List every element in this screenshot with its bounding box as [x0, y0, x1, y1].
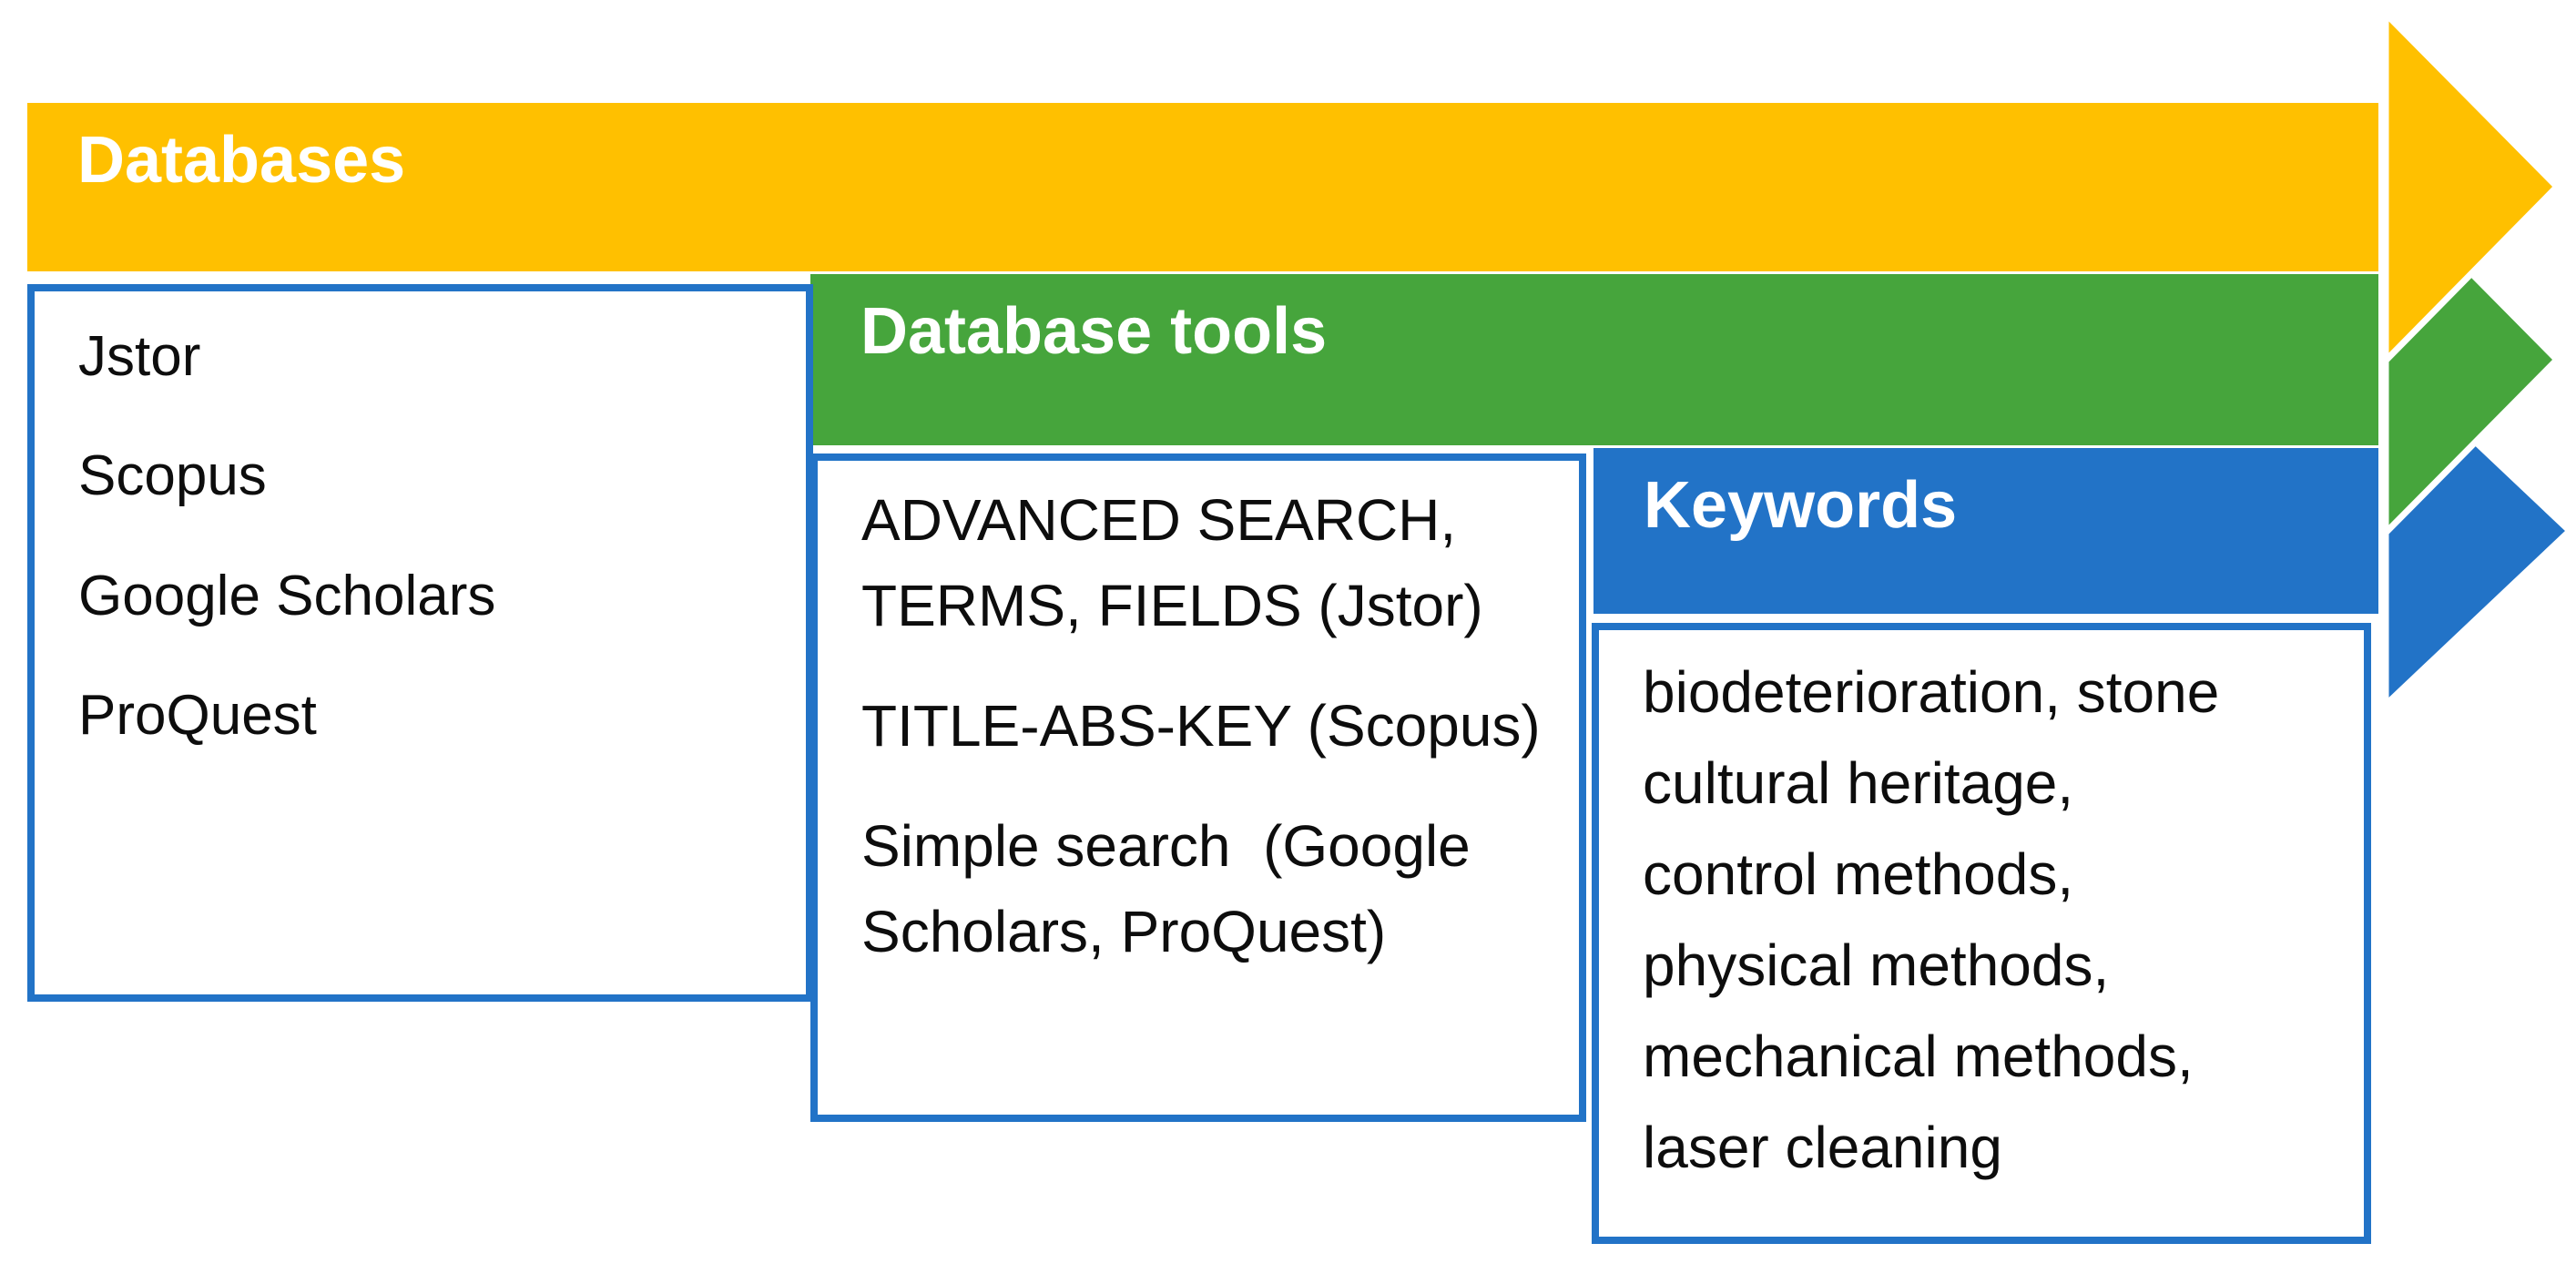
keyword-line: biodeterioration, stone	[1643, 659, 2220, 725]
keywords-text: biodeterioration, stone cultural heritag…	[1599, 630, 2364, 1193]
tools-paragraph-title-abs-key: TITLE-ABS-KEY (Scopus)	[861, 683, 1552, 769]
tools-line: TITLE-ABS-KEY (Scopus)	[861, 693, 1541, 759]
databases-banner-label: Databases	[77, 124, 406, 197]
database-tools-panel: ADVANCED SEARCH, TERMS, FIELDS (Jstor) T…	[810, 453, 1586, 1122]
tools-line: Simple search (Google	[861, 813, 1471, 879]
database-item-scopus: Scopus	[78, 444, 267, 508]
databases-list: Jstor Scopus Google Scholars ProQuest	[35, 291, 806, 748]
tools-line: TERMS, FIELDS (Jstor)	[861, 573, 1483, 638]
tools-paragraph-advanced-search: ADVANCED SEARCH, TERMS, FIELDS (Jstor)	[861, 477, 1552, 648]
keywords-arrow	[1593, 349, 2575, 713]
keyword-line: mechanical methods,	[1643, 1024, 2194, 1089]
databases-panel: Jstor Scopus Google Scholars ProQuest	[27, 284, 813, 1002]
databases-arrow	[27, 5, 2561, 369]
tools-line: ADVANCED SEARCH,	[861, 487, 1457, 553]
database-item-jstor: Jstor	[78, 325, 201, 388]
keyword-line: laser cleaning	[1643, 1115, 2002, 1180]
keywords-banner-label: Keywords	[1644, 469, 1958, 542]
databases-arrow-head	[2382, 5, 2561, 369]
keyword-line: cultural heritage,	[1643, 750, 2074, 816]
keyword-line: physical methods,	[1643, 932, 2110, 998]
tools-paragraph-simple-search: Simple search (Google Scholars, ProQuest…	[861, 803, 1552, 974]
database-tools-text: ADVANCED SEARCH, TERMS, FIELDS (Jstor) T…	[818, 461, 1579, 974]
keywords-arrow-bar	[1593, 448, 2378, 614]
tools-line: Scholars, ProQuest)	[861, 899, 1387, 964]
database-item-google-scholars: Google Scholars	[78, 564, 496, 627]
database-item-proquest: ProQuest	[78, 683, 317, 747]
database-tools-arrow-bar	[810, 274, 2378, 445]
keywords-panel: biodeterioration, stone cultural heritag…	[1592, 623, 2371, 1244]
keyword-line: control methods,	[1643, 841, 2074, 907]
database-tools-banner-label: Database tools	[860, 295, 1328, 368]
databases-arrow-bar	[27, 103, 2378, 271]
